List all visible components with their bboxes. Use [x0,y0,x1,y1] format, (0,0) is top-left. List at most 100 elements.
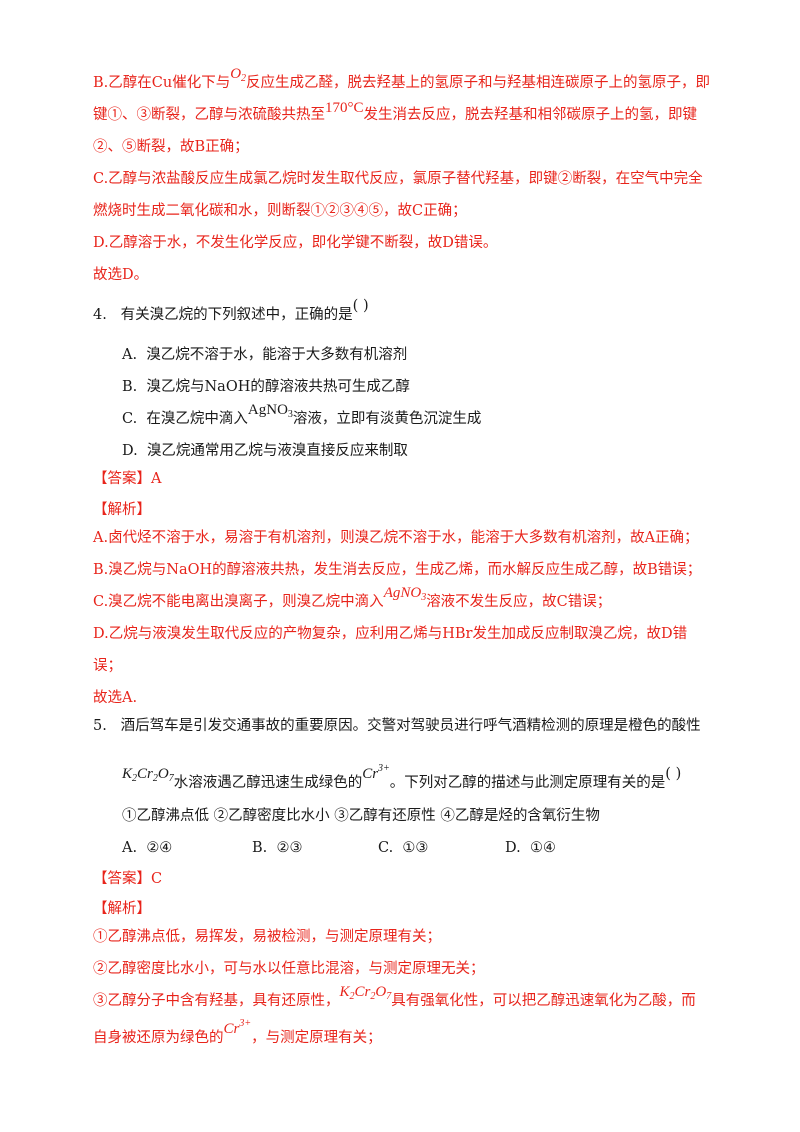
q5-analysis-s1: ①乙醇沸点低，易挥发，易被检测，与测定原理有关； [93,929,441,945]
q4-stem: 4. 有关溴乙烷的下列叙述中，正确的是( ) [93,298,369,325]
formula-superscript: 3+ [378,763,390,774]
formula-subscript: 7 [386,991,392,1002]
analysis-b-line3: ②、⑤断裂，故B正确； [93,139,249,155]
formula-symbol: O [157,766,169,782]
analysis-b-line1: B.乙醇在Cu催化下与O2反应生成乙醛，脱去羟基上的氢原子和与羟基相连碳原子上的… [93,66,711,98]
agno3-formula: AgNO3 [247,402,293,420]
text-segment: 发生消去反应，脱去羟基和相邻碳原子上的氢，即键 [363,107,698,123]
q4-analysis-a: A.卤代烃不溶于水，易溶于有机溶剂，则溴乙烷不溶于水，能溶于大多数有机溶剂，故A… [93,530,699,546]
circled-number: ② [557,171,573,187]
text-segment: ③乙醇分子中含有羟基，具有还原性， [93,993,340,1009]
formula-symbol: K [339,984,350,1000]
cr3-ion: Cr3+ [223,1018,252,1037]
formula-symbol: Cr [223,1021,240,1037]
q4-analysis-d1: D.乙烷与液溴发生取代反应的产物复杂，应利用乙烯与HBr发生加成反应制取溴乙烷，… [93,626,688,642]
analysis-b-line2: 键①、③断裂，乙醇与浓硫酸共热至170°C发生消去反应，脱去羟基和相邻碳原子上的… [93,100,698,125]
option-text: ②③ [276,840,303,856]
formula-subscript: 2 [349,991,355,1002]
formula-symbol: K [122,766,133,782]
q4-option-a: A. 溴乙烷不溶于水，能溶于大多数有机溶剂 [122,345,407,365]
text-segment: 溶液不发生反应，故C错误； [426,594,612,610]
text-segment: 燃烧时生成二氧化碳和水，则断裂 [93,203,311,219]
formula-subscript: 3 [287,409,293,420]
option-text: ①④ [529,840,556,856]
formula-symbol: AgNO [247,402,288,418]
formula-subscript: 3 [421,592,427,603]
formula-symbol: O [375,984,387,1000]
agno3-formula: AgNO3 [383,585,427,603]
option-label: B. [252,840,268,856]
q5-analysis-s4: 自身被还原为绿色的Cr3+，与测定原理有关； [93,1018,382,1048]
option-label: C. [378,840,394,856]
question-text: 有关溴乙烷的下列叙述中，正确的是 [120,307,353,323]
formula-subscript: 2 [370,991,376,1002]
formula-subscript: 2 [132,773,138,784]
q5-option-d: D. ①④ [505,838,556,858]
formula-symbol: Cr [362,766,379,782]
text-segment: 具有强氧化性，可以把乙醇迅速氧化为乙酸，而 [391,993,696,1009]
option-text: 溴乙烷通常用乙烷与液溴直接反应来制取 [146,443,408,459]
option-label: D. [505,840,521,856]
formula-subscript: 2 [241,73,247,84]
text-segment: B.乙醇在Cu催化下与 [93,75,231,91]
q4-option-c: C. 在溴乙烷中滴入AgNO3溶液，立即有淡黄色沉淀生成 [122,402,482,434]
q4-analysis-title: 【解析】 [93,502,151,518]
text-segment: ，与测定原理有关； [251,1030,382,1046]
q4-option-b: B. 溴乙烷与NaOH的醇溶液共热可生成乙醇 [122,377,410,397]
option-label: D. [122,443,138,459]
option-label: B. [122,379,138,395]
q4-analysis-d2: 误； [93,658,122,674]
q5-analysis-s2: ②乙醇密度比水小，可与水以任意比混溶，与测定原理无关； [93,961,485,977]
q5-stem-line1: 5. 酒后驾车是引发交通事故的重要原因。交警对驾驶员进行呼气酒精检测的原理是橙色… [93,716,701,736]
analysis-c-line2: 燃烧时生成二氧化碳和水，则断裂①②③④⑤，故C正确； [93,201,467,221]
q5-analysis-title: 【解析】 [93,901,151,917]
text-segment: 自身被还原为绿色的 [93,1030,224,1046]
formula-superscript: 3+ [239,1018,252,1029]
q4-option-d: D. 溴乙烷通常用乙烷与液溴直接反应来制取 [122,441,408,461]
text-segment: ，故C正确； [383,203,467,219]
option-text: ②④ [146,840,173,856]
answer-parentheses: ( ) [665,766,682,782]
option-text: 溴乙烷与NaOH的醇溶液共热可生成乙醇 [146,379,410,395]
analysis-c-line1: C.乙醇与浓盐酸反应生成氯乙烷时发生取代反应，氯原子替代羟基，即键②断裂，在空气… [93,169,703,189]
question-number: 4. [93,307,107,323]
text-segment: C.乙醇与浓盐酸反应生成氯乙烷时发生取代反应，氯原子替代羟基，即键 [93,171,558,187]
option-text: 在溴乙烷中滴入 [146,411,248,427]
formula-subscript: 2 [152,773,158,784]
question-text: 酒后驾车是引发交通事故的重要原因。交警对驾驶员进行呼气酒精检测的原理是橙色的酸性 [120,718,701,734]
analysis-conclusion: 故选D。 [93,267,149,283]
answer-parentheses: ( ) [352,298,369,314]
q4-analysis-c: C.溴乙烷不能电离出溴离子，则溴乙烷中滴入AgNO3溶液不发生反应，故C错误； [93,585,612,617]
k2cr2o7-formula: K2Cr2O7 [339,984,392,1002]
q5-statements: ①乙醇沸点低 ②乙醇密度比水小 ③乙醇有还原性 ④乙醇是烃的含氧衍生物 [122,808,600,824]
option-text: 溴乙烷不溶于水，能溶于大多数有机溶剂 [146,347,408,363]
q4-analysis-conclusion: 故选A. [93,690,138,706]
option-label: A. [122,840,138,856]
text-segment: C.溴乙烷不能电离出溴离子，则溴乙烷中滴入 [93,594,384,610]
question-number: 5. [93,718,107,734]
formula-subscript: 7 [168,773,174,784]
q5-option-b: B. ②③ [252,838,302,858]
option-text: ①③ [402,840,429,856]
option-label: A. [122,347,138,363]
question-text: 水溶液遇乙醇迅速生成绿色的 [173,775,363,791]
formula-symbol: AgNO [383,585,422,601]
question-text: 。下列对乙醇的描述与此测定原理有关的是 [389,775,666,791]
option-label: C. [122,411,138,427]
text-segment: 键①、③断裂，乙醇与浓硫酸共热至 [93,107,325,123]
option-text: 溶液，立即有淡黄色沉淀生成 [292,411,482,427]
q5-option-a: A. ②④ [122,838,172,858]
formula-symbol: Cr [137,766,153,782]
q4-analysis-b: B.溴乙烷与NaOH的醇溶液共热，发生消去反应，生成乙烯，而水解反应生成乙醇，故… [93,562,702,578]
q5-stem-line2: K2Cr2O7水溶液遇乙醇迅速生成绿色的Cr3+。下列对乙醇的描述与此测定原理有… [122,763,682,798]
q5-option-c: C. ①③ [378,838,428,858]
formula-symbol: O [230,66,242,82]
text-segment: 反应生成乙醛，脱去羟基上的氢原子和与羟基相连碳原子上的氢原子，即 [246,75,711,91]
text-segment: 断裂，在空气中完全 [572,171,703,187]
formula-symbol: Cr [354,984,371,1000]
temperature-value: 170°C [325,100,364,116]
q5-analysis-s3: ③乙醇分子中含有羟基，具有还原性，K2Cr2O7具有强氧化性，可以把乙醇迅速氧化… [93,984,696,1016]
k2cr2o7-formula: K2Cr2O7 [122,766,174,784]
circled-numbers: ①②③④⑤ [310,203,384,219]
cr3-ion: Cr3+ [362,763,390,782]
